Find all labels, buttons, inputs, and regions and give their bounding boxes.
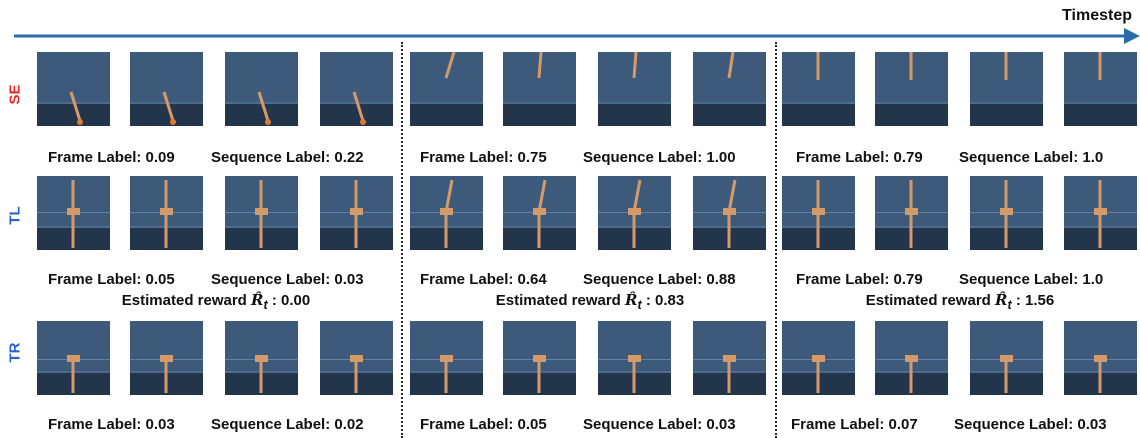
timeline-arrow	[14, 28, 1140, 44]
frame-label-text: Frame Label: 0.79	[796, 149, 923, 166]
frame-image	[1064, 52, 1137, 126]
reward-value: : 0.00	[271, 292, 311, 309]
frame-image	[320, 321, 393, 395]
frame-image	[37, 176, 110, 250]
reward-symbol: R̂	[251, 291, 264, 309]
frame-image	[130, 321, 203, 395]
frame-image	[598, 321, 671, 395]
estimated-reward: Estimated reward R̂t : 0.00	[66, 291, 366, 312]
frame-image	[225, 176, 298, 250]
sequence-label-text: Sequence Label: 0.88	[583, 271, 736, 288]
frame-image	[693, 52, 766, 126]
frame-image	[782, 321, 855, 395]
frame-image	[503, 52, 576, 126]
reward-value: : 0.83	[645, 292, 685, 309]
frame-image	[782, 52, 855, 126]
row-label-se: SE	[6, 84, 24, 105]
frame-label-text: Frame Label: 0.05	[48, 271, 175, 288]
reward-subscript: t	[637, 298, 642, 312]
frame-label-text: Frame Label: 0.79	[796, 271, 923, 288]
sequence-label-text: Sequence Label: 0.03	[954, 416, 1107, 433]
frame-image	[970, 176, 1043, 250]
frame-image	[130, 52, 203, 126]
frame-image	[598, 176, 671, 250]
segment-divider	[401, 42, 403, 438]
sequence-label-text: Sequence Label: 1.00	[583, 149, 736, 166]
reward-prefix: Estimated reward	[495, 292, 621, 309]
timestep-label: Timestep	[1062, 7, 1132, 24]
frame-image	[37, 321, 110, 395]
frame-image	[225, 321, 298, 395]
sequence-label-text: Sequence Label: 1.0	[959, 149, 1104, 166]
frame-image	[503, 321, 576, 395]
frame-label-text: Frame Label: 0.05	[420, 416, 547, 433]
reward-subscript: t	[263, 298, 268, 312]
frame-image	[1064, 176, 1137, 250]
sequence-label-text: Sequence Label: 0.02	[211, 416, 364, 433]
frame-image	[875, 52, 948, 126]
frame-image	[225, 52, 298, 126]
sequence-label-text: Sequence Label: 1.0	[959, 271, 1104, 288]
frame-image	[37, 52, 110, 126]
frame-image	[410, 176, 483, 250]
frame-image	[970, 321, 1043, 395]
frame-image	[875, 176, 948, 250]
frame-image	[598, 52, 671, 126]
frame-image	[875, 321, 948, 395]
frame-image	[503, 176, 576, 250]
estimated-reward: Estimated reward R̂t : 0.83	[440, 291, 740, 312]
reward-value: : 1.56	[1015, 292, 1055, 309]
frame-image	[782, 176, 855, 250]
sequence-label-text: Sequence Label: 0.03	[583, 416, 736, 433]
reward-prefix: Estimated reward	[121, 292, 247, 309]
reward-prefix: Estimated reward	[865, 292, 991, 309]
frame-image	[130, 176, 203, 250]
frame-label-text: Frame Label: 0.09	[48, 149, 175, 166]
row-label-tr: TR	[6, 342, 24, 363]
frame-image	[320, 52, 393, 126]
frame-image	[410, 52, 483, 126]
frame-image	[410, 321, 483, 395]
estimated-reward: Estimated reward R̂t : 1.56	[810, 291, 1110, 312]
frame-image	[693, 321, 766, 395]
frame-label-text: Frame Label: 0.75	[420, 149, 547, 166]
frame-label-text: Frame Label: 0.07	[791, 416, 918, 433]
frame-label-text: Frame Label: 0.03	[48, 416, 175, 433]
reward-symbol: R̂	[625, 291, 638, 309]
frame-image	[970, 52, 1043, 126]
frame-label-text: Frame Label: 0.64	[420, 271, 547, 288]
sequence-label-text: Sequence Label: 0.22	[211, 149, 364, 166]
sequence-label-text: Sequence Label: 0.03	[211, 271, 364, 288]
reward-subscript: t	[1007, 298, 1012, 312]
segment-divider	[775, 42, 777, 438]
frame-image	[693, 176, 766, 250]
row-label-tl: TL	[6, 206, 24, 225]
reward-symbol: R̂	[995, 291, 1008, 309]
frame-image	[320, 176, 393, 250]
frame-image	[1064, 321, 1137, 395]
